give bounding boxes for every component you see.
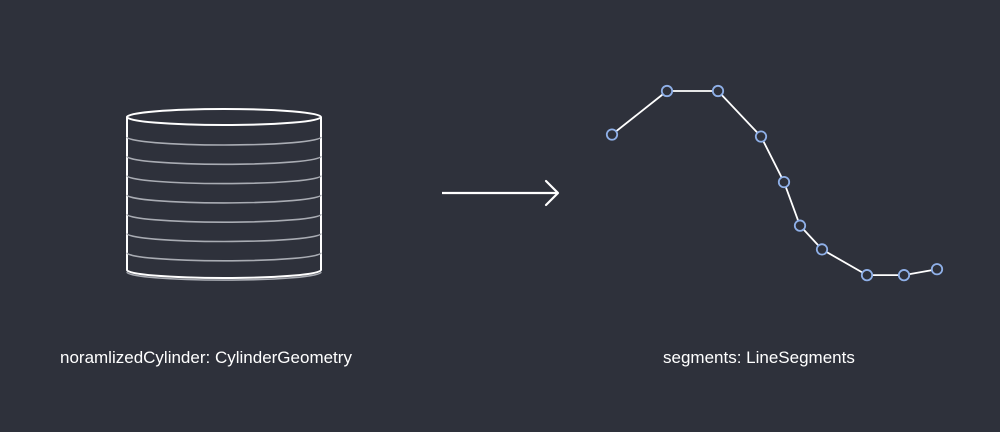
cylinder-caption: noramlizedCylinder: CylinderGeometry xyxy=(60,348,352,367)
segment-vertex xyxy=(660,84,674,98)
segment-vertex xyxy=(605,128,619,141)
line-segments-graph xyxy=(605,84,944,282)
cylinder-geometry xyxy=(126,108,322,281)
segment-vertex xyxy=(793,219,807,232)
cylinder-ring xyxy=(126,252,322,262)
segment-vertex xyxy=(754,130,768,143)
cylinder-ring xyxy=(126,194,322,204)
segments-polyline xyxy=(611,90,938,277)
segment-vertex xyxy=(897,269,911,282)
cylinder-ring xyxy=(126,175,322,185)
cylinder-ring xyxy=(126,136,322,146)
cylinder-ring xyxy=(126,213,322,223)
cylinder-ring xyxy=(126,233,322,243)
segment-vertex xyxy=(777,175,791,189)
cylinder-bottom-edge xyxy=(126,269,322,279)
transform-arrow xyxy=(442,179,560,207)
cylinder-top-cap xyxy=(126,108,322,126)
segment-vertex xyxy=(711,84,725,98)
cylinder-ring xyxy=(126,271,322,281)
arrow-head xyxy=(544,179,560,207)
segment-vertex xyxy=(815,243,829,256)
segment-vertex xyxy=(930,263,944,276)
segment-vertex xyxy=(860,269,874,282)
segments-caption: segments: LineSegments xyxy=(663,348,855,367)
cylinder-ring xyxy=(126,155,322,166)
